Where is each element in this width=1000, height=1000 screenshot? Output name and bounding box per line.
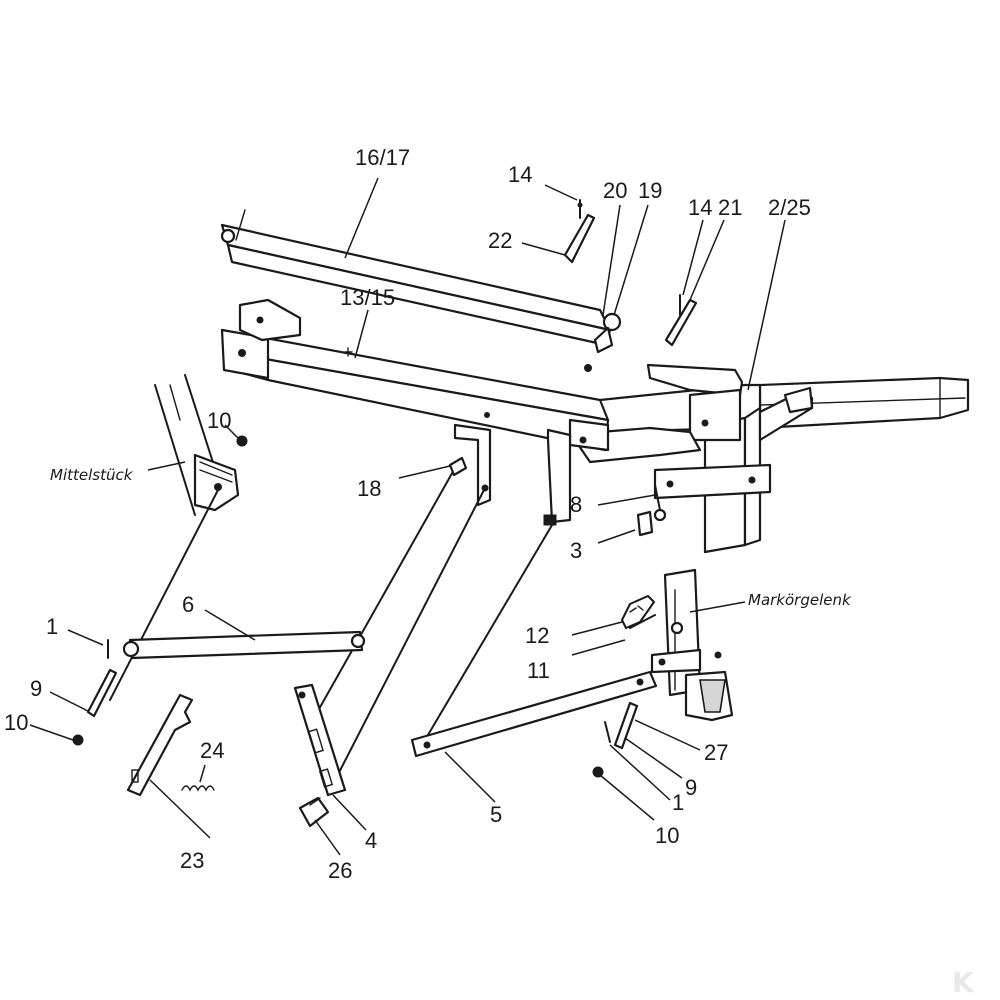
callout-4: 4 <box>365 828 377 853</box>
callout-14: 14 <box>508 162 532 187</box>
annotation-mittelstueck: Mittelstück <box>50 466 134 484</box>
callout-23: 23 <box>180 848 204 873</box>
part-16-17-upper-tube <box>220 209 622 347</box>
part-4-slotted-bracket <box>293 683 347 797</box>
callout-1: 1 <box>46 614 58 639</box>
callout-5: 5 <box>490 802 502 827</box>
callout-27: 27 <box>704 740 728 765</box>
marker-joint <box>621 568 734 722</box>
callout-10: 10 <box>655 823 679 848</box>
part-24-spring <box>181 785 215 792</box>
part-23-plate <box>126 693 194 797</box>
callout-26: 26 <box>328 858 352 883</box>
callout-11: 11 <box>527 658 550 683</box>
callout-18: 18 <box>357 476 381 501</box>
part-5-lower-bar <box>410 670 658 758</box>
leader-lines <box>29 177 786 856</box>
logo: K <box>952 966 975 999</box>
annotations: Mittelstück Markörgelenk <box>50 466 852 609</box>
callout-labels: 16/17 14 20 19 14 21 2/25 22 13/15 10 18… <box>4 145 811 883</box>
callout-14: 14 <box>688 195 712 220</box>
callout-9: 9 <box>685 775 697 800</box>
callout-12: 12 <box>525 623 549 648</box>
callout-3: 3 <box>570 538 582 563</box>
callout-8: 8 <box>570 492 582 517</box>
callout-21: 21 <box>718 195 742 220</box>
linkage-lines <box>109 467 556 791</box>
callout-9: 9 <box>30 676 42 701</box>
callout-10: 10 <box>207 408 231 433</box>
logo-mark: K <box>952 966 975 999</box>
callout-13-15: 13/15 <box>340 285 395 310</box>
callout-1: 1 <box>672 790 684 815</box>
callout-10: 10 <box>4 710 28 735</box>
part-26-pin <box>298 796 330 828</box>
callout-22: 22 <box>488 228 512 253</box>
part-13-15-main-beam <box>220 298 610 526</box>
callout-19: 19 <box>638 178 662 203</box>
center-piece <box>154 374 240 516</box>
callout-20: 20 <box>603 178 627 203</box>
main-frame <box>573 363 970 554</box>
part-6-rod <box>122 630 366 660</box>
callout-16-17: 16/17 <box>355 145 410 170</box>
small-parts <box>72 199 698 778</box>
callout-2-25: 2/25 <box>768 195 811 220</box>
annotation-markoergelenk: Markörgelenk <box>748 591 852 609</box>
callout-6: 6 <box>182 592 194 617</box>
callout-24: 24 <box>200 738 224 763</box>
